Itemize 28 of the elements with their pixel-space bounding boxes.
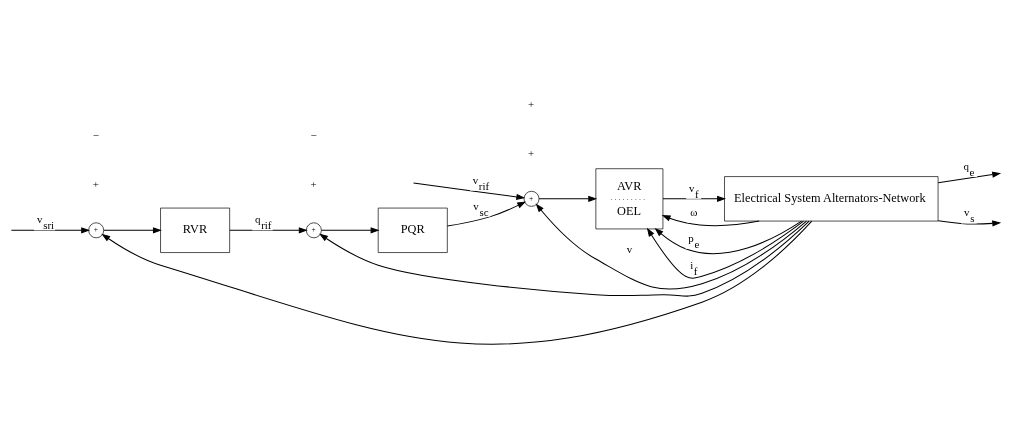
edge-label: v — [626, 242, 633, 255]
arrow — [413, 182, 526, 200]
node-circle: + — [88, 221, 105, 238]
arrow — [538, 195, 598, 202]
label: − — [310, 128, 317, 141]
arrow — [103, 226, 162, 233]
edge-label: ω — [690, 205, 698, 218]
arrow — [937, 219, 1002, 227]
label: − — [92, 128, 99, 141]
arrow — [229, 226, 308, 233]
node-box: RVR — [160, 207, 230, 253]
arrow — [654, 220, 802, 254]
arrow — [662, 195, 726, 202]
arrow — [101, 220, 813, 344]
arrow — [10, 226, 91, 233]
label: + — [92, 177, 99, 190]
label: + — [528, 97, 535, 110]
label: + — [310, 177, 317, 190]
arrow — [321, 226, 380, 233]
arrow — [661, 214, 760, 226]
node-circle: + — [306, 221, 322, 238]
node-box: AVR OEL — [595, 167, 664, 229]
node-box: Electrical System Alternators-Network — [724, 175, 939, 221]
label: + — [528, 146, 535, 159]
node-circle: + — [523, 190, 540, 207]
arrow — [319, 220, 810, 297]
node-box: PQR — [377, 207, 448, 253]
arrow — [937, 171, 1002, 183]
